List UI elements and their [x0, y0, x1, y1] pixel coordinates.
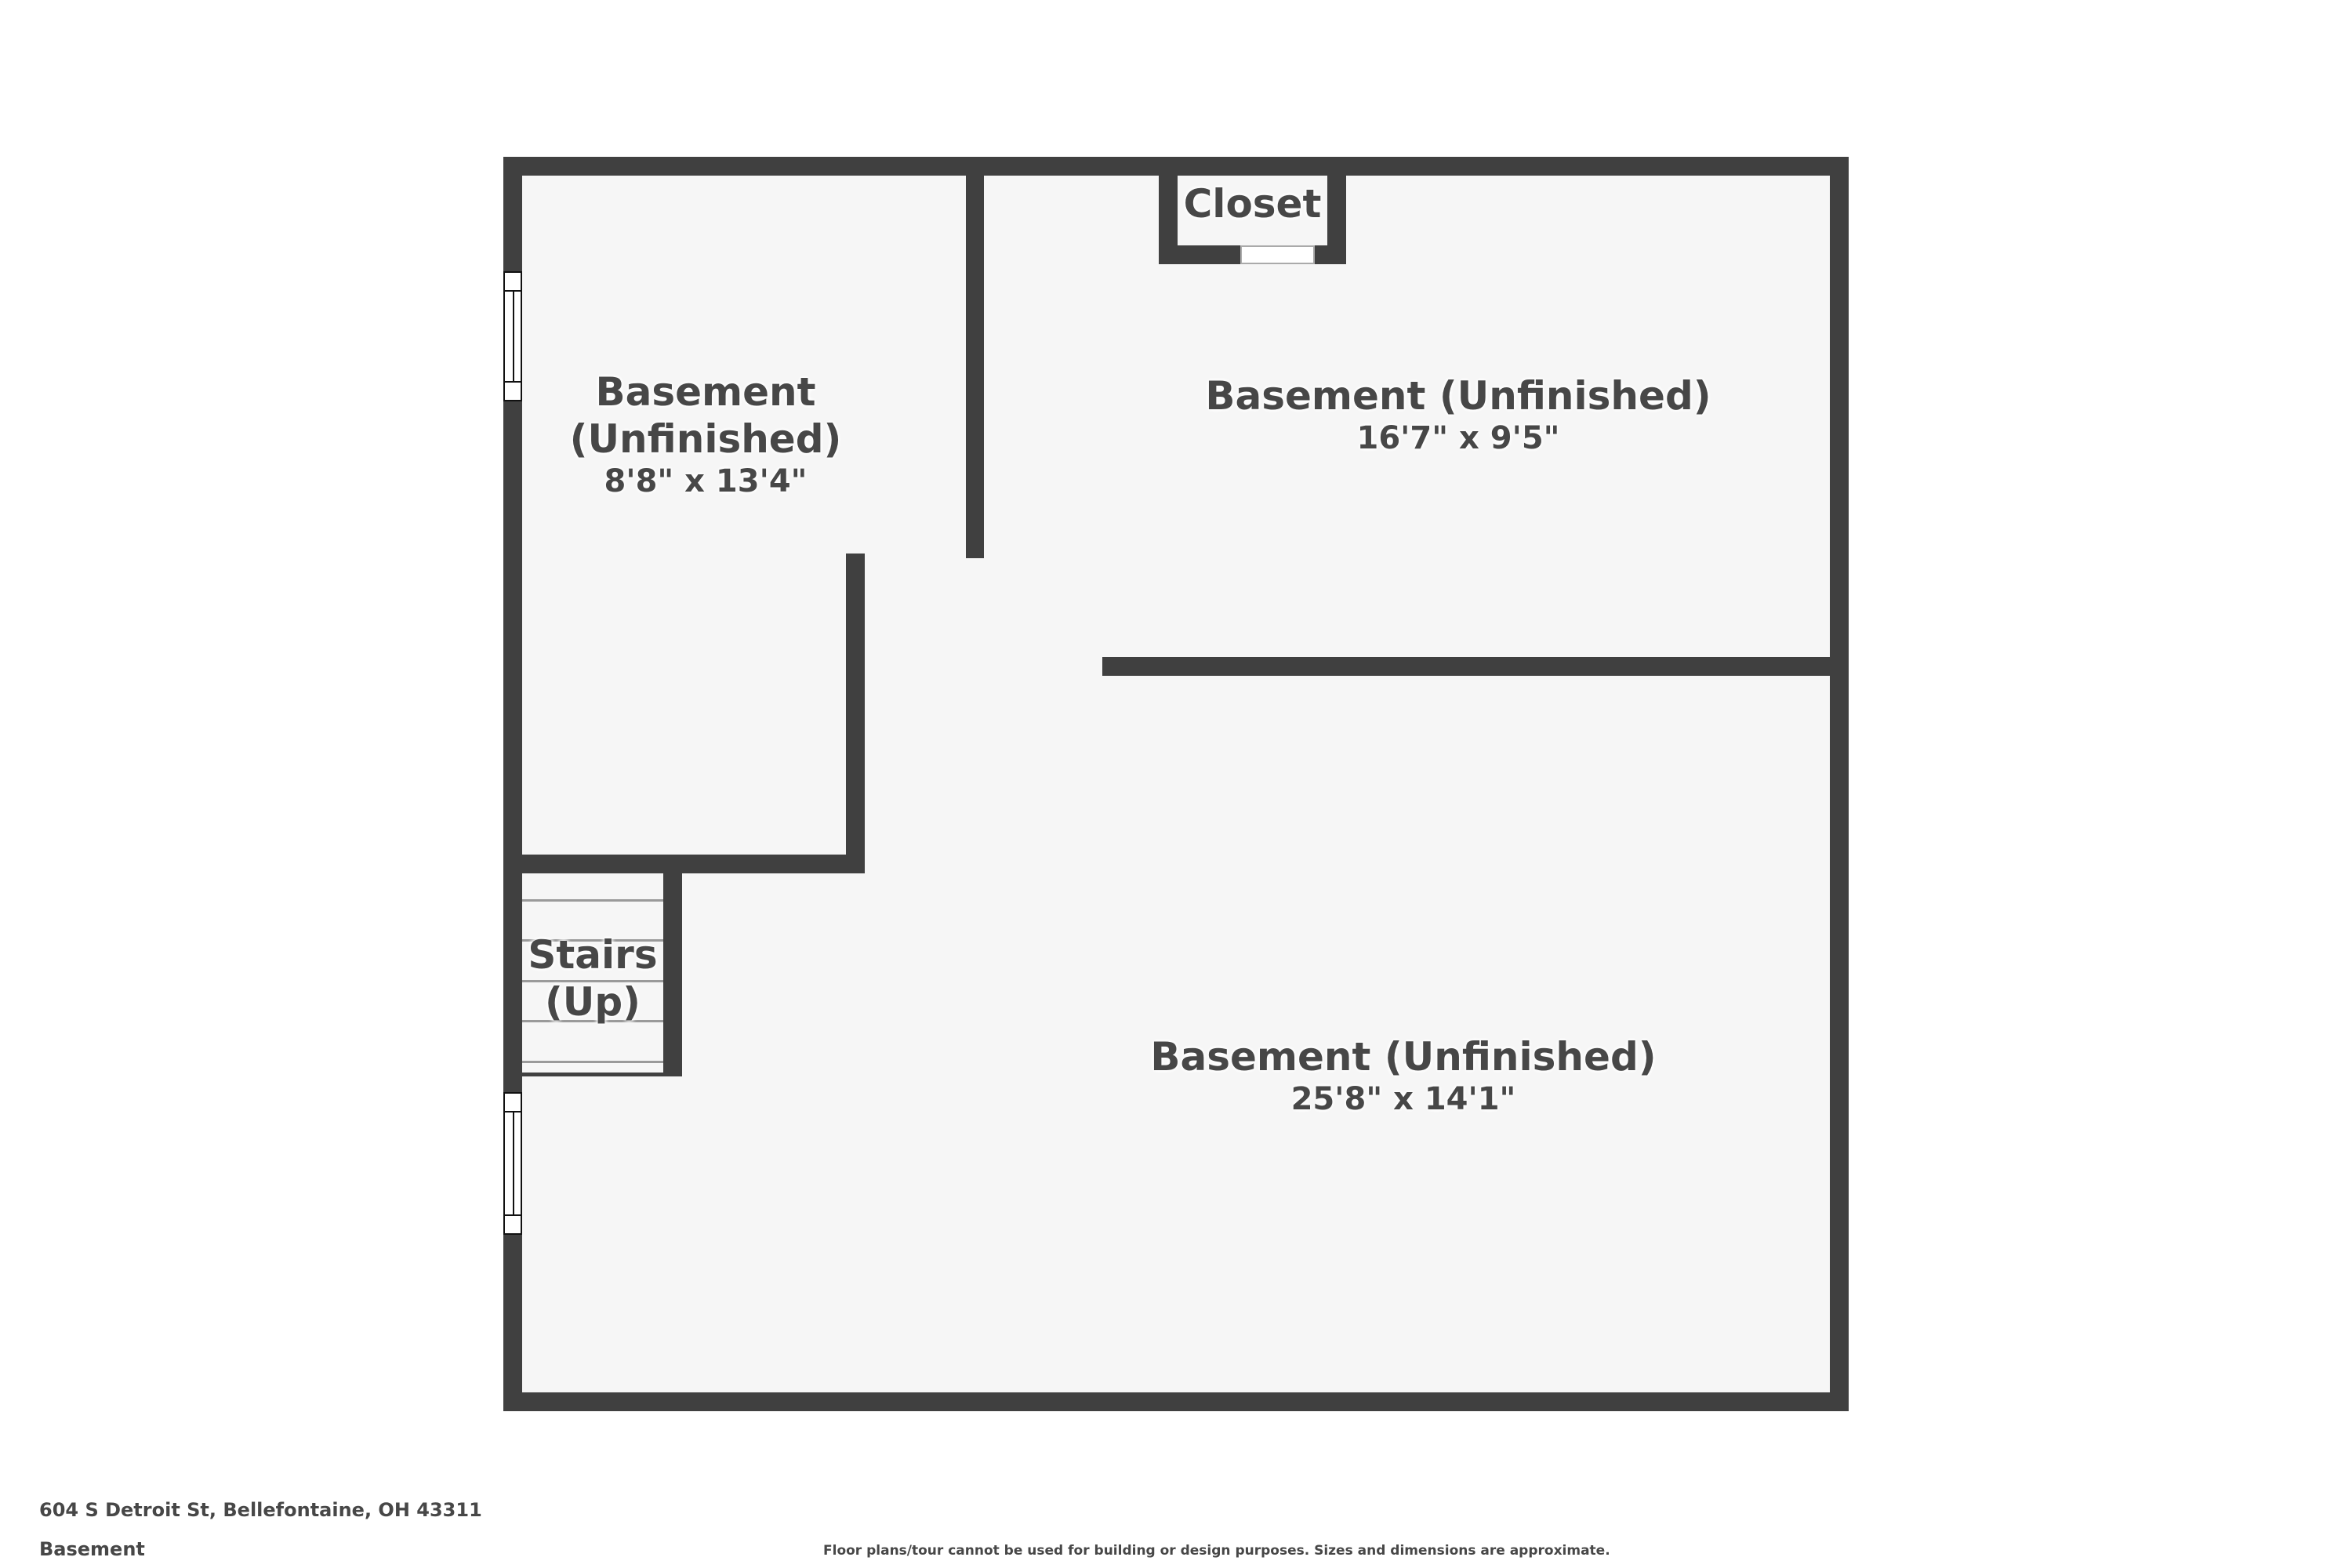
interior-wall-stairs-right [663, 855, 682, 1076]
disclaimer: Floor plans/tour cannot be used for buil… [823, 1543, 1610, 1559]
interior-wall-left-room-right [846, 554, 865, 873]
room-name: (Up) [544, 979, 641, 1025]
stair-bottom-edge [522, 1073, 682, 1076]
outer-wall-bottom [503, 1392, 1849, 1411]
floor-name: Basement [39, 1538, 145, 1560]
stair-tread [522, 1020, 663, 1022]
closet-door-opening [1240, 245, 1315, 264]
interior-wall-stairs-top [503, 855, 865, 873]
room-name: (Unfinished) [569, 416, 842, 462]
stair-tread [522, 980, 663, 982]
room-dimensions: 16'7" x 9'5" [1356, 420, 1560, 456]
floor-area [503, 157, 1849, 1411]
property-address: 604 S Detroit St, Bellefontaine, OH 4331… [39, 1499, 482, 1521]
window-lower-left [503, 1092, 522, 1235]
room-name: Basement (Unfinished) [1150, 1034, 1657, 1080]
room-name: Basement [595, 369, 816, 415]
room-label-stairs: Stairs (Up) [522, 931, 663, 1025]
room-dimensions: 8'8" x 13'4" [604, 463, 808, 499]
stair-tread [522, 899, 663, 902]
interior-wall-top-vertical [966, 157, 984, 558]
room-label-basement-left: Basement (Unfinished) 8'8" x 13'4" [549, 368, 862, 500]
room-name: Stairs [528, 932, 658, 978]
room-label-basement-upper-right: Basement (Unfinished) 16'7" x 9'5" [1145, 372, 1772, 457]
stair-tread [522, 1061, 663, 1063]
room-name: Basement (Unfinished) [1205, 373, 1711, 419]
window-upper-left [503, 271, 522, 401]
outer-wall-right [1830, 157, 1849, 1411]
stair-tread [522, 939, 663, 942]
interior-wall-horizontal [1102, 657, 1830, 676]
room-label-basement-lower: Basement (Unfinished) 25'8" x 14'1" [1090, 1033, 1717, 1118]
room-label-closet: Closet [1178, 180, 1327, 227]
room-dimensions: 25'8" x 14'1" [1290, 1081, 1516, 1117]
room-name: Closet [1183, 181, 1322, 227]
